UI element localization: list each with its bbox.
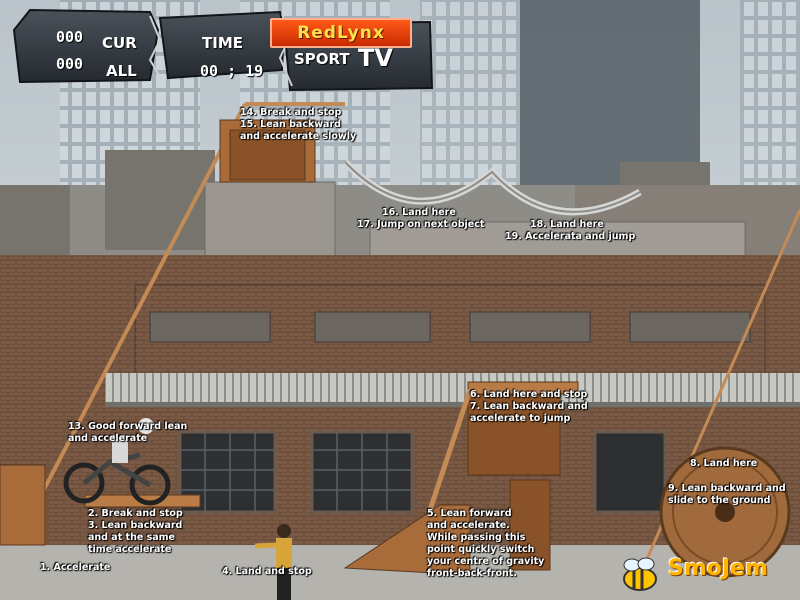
distant-tower [740, 0, 800, 200]
awning-edge [105, 402, 800, 407]
tv-label: TV [358, 44, 393, 72]
instruction-8: 8. Land here [690, 458, 758, 469]
smojem-watermark: SmoJem [668, 556, 768, 581]
instruction-1: 1. Accelerate [40, 562, 111, 573]
pedestrian [254, 524, 292, 600]
current-label: CUR [102, 34, 137, 52]
current-score: 000 [56, 28, 84, 46]
all-score: 000 [56, 55, 84, 73]
time-label: TIME [202, 34, 243, 52]
rider-on-bike [63, 418, 171, 506]
sport-label: SPORT [294, 50, 350, 68]
all-label: ALL [106, 62, 137, 80]
redlynx-logo: RedLynx [270, 18, 412, 48]
back-wall-block [0, 185, 70, 255]
vents [149, 311, 751, 343]
time-value: 00 ; 19 [200, 62, 264, 80]
instruction-4: 4. Land and stop [222, 566, 312, 577]
back-wall-block [105, 150, 215, 250]
ground-windows [178, 430, 667, 514]
bee-icon [623, 557, 657, 591]
cable-spool [659, 446, 791, 578]
distant-tower [420, 0, 520, 200]
wooden-structures [0, 102, 800, 576]
hud: 000 CUR 000 ALL TIME 00 ; 19 [14, 10, 434, 92]
awning [105, 373, 800, 405]
